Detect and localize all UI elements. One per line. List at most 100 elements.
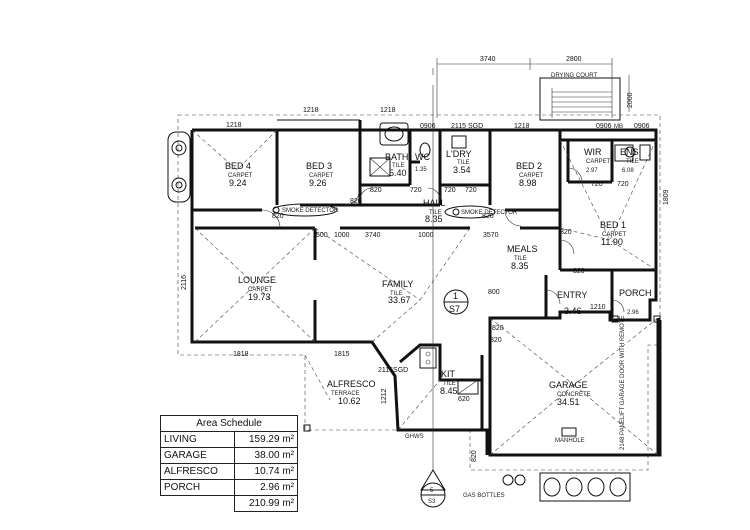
dim-1000-a: 1000 [334, 232, 350, 239]
dim-820-g: 820 [492, 325, 504, 332]
smoke-detector-label-2: SMOKE DETECTOR [461, 210, 518, 216]
table-row: GARAGE 38.00 m² [160, 447, 299, 464]
bed4-name: BED 4 [225, 161, 251, 171]
dim-720-e: 720 [617, 181, 629, 188]
lounge-floor: CARPET [248, 287, 273, 293]
dim-2000: 2000 [627, 92, 634, 108]
bed3-name: BED 3 [306, 161, 332, 171]
dim-720-a: 720 [410, 187, 422, 194]
schedule-value: 2.96 m² [233, 479, 299, 496]
bath-fixtures [369, 122, 636, 177]
garage-wall [488, 318, 660, 457]
schedule-label: LIVING [160, 431, 235, 448]
alfresco-area: 10.62 [338, 396, 361, 406]
ldry-floor: TILE [457, 160, 470, 166]
section-top-num: 1 [453, 291, 458, 301]
porch-name: PORCH [619, 288, 652, 298]
dim-620: 620 [458, 396, 470, 403]
dim-2116: 2116 [181, 275, 188, 290]
hall-name: HALL [423, 198, 446, 208]
dim-3740-top: 3740 [480, 56, 496, 63]
mb-label: MB [614, 124, 623, 130]
bed4-floor: CARPET [228, 173, 253, 179]
dim-820-c: 820 [272, 213, 284, 220]
garage-name: GARAGE [549, 380, 588, 390]
dim-820-d: 820 [482, 213, 494, 220]
ens-floor: TILE [626, 159, 639, 165]
dim-3570: 3570 [483, 232, 499, 239]
drying-court-label: DRYING COURT [551, 73, 597, 79]
alfresco-floor: TERRACE [331, 391, 360, 397]
schedule-total: 210.99 m² [233, 495, 299, 512]
gas-bottles-label: GAS BOTTLES [463, 493, 505, 499]
dim-0906-a: 0906 [420, 123, 436, 130]
dim-1818: 1818 [233, 351, 249, 358]
hall-floor: TILE [429, 210, 442, 216]
schedule-value: 159.29 m² [233, 431, 299, 448]
schedule-value: 38.00 m² [233, 447, 299, 464]
top-dimensions: 3740 2800 2000 [436, 56, 634, 118]
table-row: ALFRESCO 10.74 m² [160, 463, 299, 480]
entry-name: ENTRY [557, 290, 587, 300]
lounge-area: 19.73 [248, 292, 271, 302]
manhole [561, 427, 577, 437]
dim-1218-c: 1218 [380, 107, 396, 114]
family-floor: TILE [390, 291, 403, 297]
drying-court: DRYING COURT [539, 73, 621, 121]
section-bottom-ref: S3 [428, 499, 436, 505]
lounge-name: LOUNGE [238, 275, 276, 285]
dim-1218-a: 1218 [226, 122, 242, 129]
bed3-area: 9.26 [309, 178, 327, 188]
entry-area: 3.46 [564, 306, 582, 316]
alfresco-name: ALFRESCO [327, 379, 376, 389]
dim-2800: 2800 [566, 56, 582, 63]
bed1-name: BED 1 [600, 220, 626, 230]
wir-floor: CARPET [586, 159, 611, 165]
schedule-value: 10.74 m² [233, 463, 299, 480]
total-row: 210.99 m² [161, 495, 299, 512]
dimension-labels: 1218 1218 1218 1218 0906 0906 0906 720 7… [181, 107, 670, 462]
wc-area: 1.35 [415, 167, 427, 173]
dim-1815: 1815 [334, 351, 350, 358]
dim-820-e: 820 [560, 229, 572, 236]
internal-walls [192, 119, 656, 430]
wc-name: WC [415, 152, 430, 162]
dim-800: 800 [488, 289, 500, 296]
hip-lines [191, 129, 659, 456]
porch-area: 2.96 [627, 310, 639, 316]
ens-name: ENS [620, 147, 639, 157]
section-marker-top: 1 S7 [443, 289, 469, 315]
dim-3740-mid: 3740 [365, 232, 381, 239]
bed2-name: BED 2 [516, 161, 542, 171]
dim-0906-b: 0906 [596, 123, 612, 130]
schedule-label: PORCH [160, 479, 235, 496]
hall-area: 8.35 [425, 214, 443, 224]
section-marker-bottom: 5 S3 [420, 469, 446, 508]
bath-name: BATH [385, 152, 408, 162]
meals-floor: TILE [514, 256, 527, 262]
total-spacer [161, 496, 235, 512]
garage-floor: CONCRETE [557, 392, 591, 398]
manhole-label: MANHOLE [555, 438, 585, 444]
area-schedule-title: Area Schedule [160, 415, 298, 432]
ens-area: 6.08 [622, 168, 634, 174]
family-name: FAMILY [382, 279, 413, 289]
misc-labels: 2115 SGD 2116SGD MB GHWS 2148 PANELIFT G… [378, 123, 626, 450]
table-row: PORCH 2.96 m² [160, 479, 299, 496]
ldry-area: 3.54 [453, 165, 471, 175]
dim-820-a: 820 [350, 198, 362, 205]
bed2-floor: CARPET [519, 173, 544, 179]
area-schedule-table: Area Schedule LIVING 159.29 m² GARAGE 38… [160, 415, 299, 512]
ldry-name: L'DRY [446, 149, 472, 159]
bed2-area: 8.98 [519, 178, 537, 188]
dim-720-b: 720 [444, 187, 456, 194]
dim-720-c: 720 [465, 187, 477, 194]
gas-bottles: GAS BOTTLES [463, 472, 631, 502]
bath-area: 5.40 [389, 168, 407, 178]
dim-820-b: 820 [370, 187, 382, 194]
room-labels: BED 4 CARPET 9.24 BED 3 CARPET 9.26 BATH… [225, 147, 652, 407]
table-row: LIVING 159.29 m² [160, 431, 299, 448]
kitchen-bench [419, 347, 479, 395]
wir-name: WIR [584, 147, 602, 157]
